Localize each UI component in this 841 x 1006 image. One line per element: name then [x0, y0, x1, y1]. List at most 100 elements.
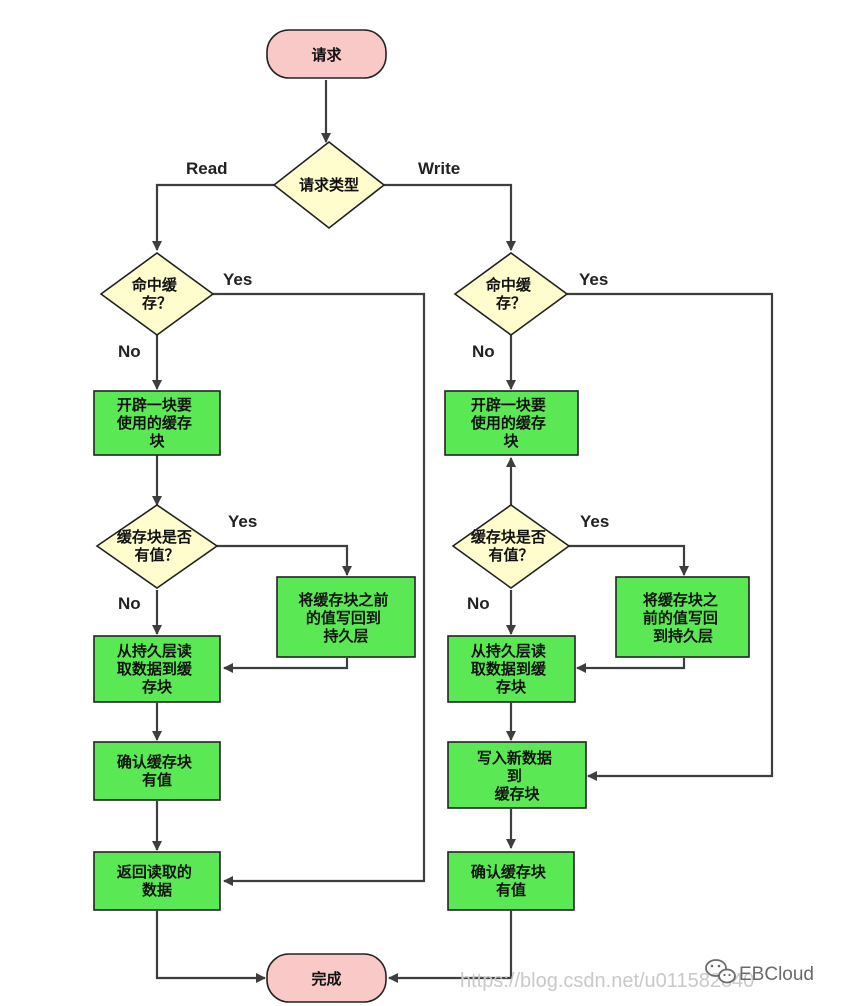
read-hit-shape [99, 252, 215, 336]
write-hit-line-1: 命中缓 [485, 276, 532, 294]
read-load-line-1: 从持久层读 [117, 642, 192, 660]
read-return-line-2: 数据 [142, 881, 172, 899]
read-load-shape [93, 635, 221, 703]
write-alloc-line-2: 使用的缓存 [470, 414, 546, 432]
label-write-hit-no: No [472, 342, 495, 361]
read-writeback-process: 将缓存块之前 的值写回到 持久层 [276, 576, 416, 658]
edge-type-to-write-hit [384, 183, 516, 251]
write-writeback-line-1: 将缓存块之 [643, 591, 718, 609]
read-writeback-line-2: 的值写回到 [306, 609, 381, 627]
write-writeback-line-3: 到持久层 [653, 627, 713, 645]
read-load-label: 从持久层读 取数据到缓 存块 [117, 642, 197, 696]
read-hasval-line-2: 有值？ [134, 546, 179, 564]
label-write: Write [418, 159, 460, 178]
write-confirm-label: 确认缓存块 有值 [471, 863, 551, 899]
edge-read-writeback-to-read [223, 658, 349, 673]
read-hit-label: 命中缓 存？ [131, 276, 182, 312]
write-alloc-shape [444, 390, 579, 456]
read-confirm-label: 确认缓存块 有值 [117, 753, 197, 789]
write-writeback-process: 将缓存块之 前的值写回 到持久层 [615, 576, 750, 658]
label-read-hit-yes: Yes [223, 270, 252, 289]
end-label: 完成 [311, 970, 341, 988]
write-confirm-line-1: 确认缓存块 [471, 863, 547, 881]
write-hasval-line-1: 缓存块是否 [471, 528, 546, 546]
write-alloc-line-1: 开辟一块要 [471, 396, 546, 414]
label-write-hit-yes: Yes [579, 270, 608, 289]
read-load-line-3: 存块 [142, 678, 173, 696]
write-confirm-line-2: 有值 [496, 881, 526, 899]
read-load-process: 从持久层读 取数据到缓 存块 [93, 635, 221, 703]
label-read: Read [186, 159, 228, 178]
end-shape [266, 953, 387, 1003]
read-writeback-shape [276, 576, 416, 658]
start-label: 请求 [311, 46, 342, 64]
read-writeback-line-1: 将缓存块之前 [298, 591, 388, 609]
write-new-data-process: 写入新数据 到 缓存块 [447, 741, 587, 809]
watermark-url: https://blog.csdn.net/u011582840 [460, 970, 754, 992]
write-confirm-process: 确认缓存块 有值 [447, 851, 575, 911]
edge-write-writeback-to-read [576, 658, 686, 673]
read-alloc-process: 开辟一块要 使用的缓存 块 [93, 390, 221, 456]
write-alloc-process: 开辟一块要 使用的缓存 块 [444, 390, 579, 456]
read-writeback-line-3: 持久层 [323, 627, 368, 645]
brand-name: EBCloud [739, 964, 814, 985]
label-write-hasval-yes: Yes [580, 512, 609, 531]
read-hasval-shape [95, 504, 219, 589]
start-terminal: 请求 [266, 29, 387, 79]
read-confirm-line-1: 确认缓存块 [117, 753, 193, 771]
write-writeback-line-2: 前的值写回 [643, 609, 718, 627]
edge-read-hasval-yes [217, 544, 352, 576]
write-new-data-label: 写入新数据 到 缓存块 [477, 749, 557, 803]
read-alloc-line-1: 开辟一块要 [117, 396, 192, 414]
edge-write-hit-yes [567, 292, 774, 781]
write-confirm-shape [447, 851, 575, 911]
write-new-data-line-2: 到 [507, 767, 522, 785]
read-confirm-line-2: 有值 [142, 771, 172, 789]
read-hasval-label: 缓存块是否 有值？ [117, 528, 197, 564]
write-load-line-2: 取数据到缓 [471, 660, 547, 678]
edge-type-to-read-hit [152, 183, 275, 251]
read-load-line-2: 取数据到缓 [117, 660, 193, 678]
write-hasval-decision: 缓存块是否 有值？ [451, 504, 571, 589]
read-alloc-label: 开辟一块要 使用的缓存 块 [116, 396, 197, 450]
write-load-process: 从持久层读 取数据到缓 存块 [447, 635, 576, 703]
edges [152, 80, 774, 983]
label-read-hasval-yes: Yes [228, 512, 257, 531]
edge-read-return-to-end [155, 911, 266, 983]
request-type-label: 请求类型 [299, 176, 359, 194]
label-read-hit-no: No [118, 342, 141, 361]
read-hit-line-2: 存？ [142, 294, 172, 312]
write-new-data-line-3: 缓存块 [494, 785, 540, 803]
write-hasval-line-2: 有值？ [488, 546, 533, 564]
write-hasval-shape [451, 504, 571, 589]
read-hasval-decision: 缓存块是否 有值？ [95, 504, 219, 589]
write-hit-label: 命中缓 存？ [485, 276, 536, 312]
read-hit-decision: 命中缓 存？ [99, 252, 215, 336]
edge-write-confirm-to-end [388, 911, 513, 983]
edge-labels: Read Write Yes No Yes No Yes No Yes No [118, 159, 609, 613]
request-type-decision: 请求类型 [272, 140, 386, 230]
write-new-data-line-1: 写入新数据 [477, 749, 552, 767]
write-hit-shape [453, 252, 569, 336]
read-alloc-shape [93, 390, 221, 456]
read-hit-line-1: 命中缓 [131, 276, 178, 294]
edge-read-hit-yes [213, 292, 426, 886]
read-writeback-label: 将缓存块之前 的值写回到 持久层 [298, 591, 393, 645]
write-load-line-1: 从持久层读 [471, 642, 546, 660]
end-terminal: 完成 [266, 953, 387, 1003]
read-return-label: 返回读取的 数据 [117, 863, 197, 899]
read-hasval-line-1: 缓存块是否 [117, 528, 192, 546]
write-hasval-label: 缓存块是否 有值？ [471, 528, 551, 564]
write-hit-line-2: 存？ [496, 294, 526, 312]
read-return-shape [93, 851, 221, 911]
write-writeback-label: 将缓存块之 前的值写回 到持久层 [643, 591, 723, 645]
wechat-icon [705, 959, 736, 984]
read-return-line-1: 返回读取的 [117, 863, 192, 881]
write-writeback-shape [615, 576, 750, 658]
write-alloc-line-3: 块 [503, 432, 519, 450]
read-confirm-process: 确认缓存块 有值 [93, 741, 221, 801]
request-type-shape [272, 140, 386, 230]
write-alloc-label: 开辟一块要 使用的缓存 块 [470, 396, 551, 450]
read-alloc-line-2: 使用的缓存 [116, 414, 192, 432]
